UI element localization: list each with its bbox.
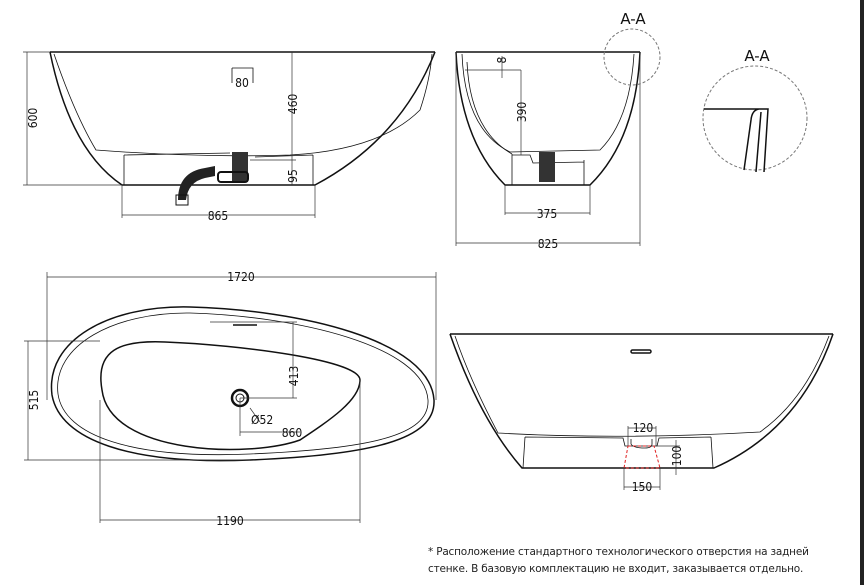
note-line-2: стенке. В базовую комплектацию не входит… bbox=[428, 563, 804, 575]
page-edge-divider bbox=[860, 0, 864, 585]
dim-460: 460 bbox=[286, 94, 300, 115]
dim-95: 95 bbox=[286, 169, 300, 183]
dim-515: 515 bbox=[27, 390, 41, 411]
dim-390: 390 bbox=[515, 102, 529, 123]
dim-375: 375 bbox=[537, 207, 558, 221]
dim-600: 600 bbox=[26, 108, 40, 129]
back-view: 120 100 150 bbox=[449, 333, 834, 494]
section-label: A-A bbox=[620, 10, 646, 28]
dim-100: 100 bbox=[670, 446, 684, 467]
front-view: 600 460 95 80 865 bbox=[23, 51, 436, 223]
side-view: 8 390 375 825 A-A bbox=[455, 10, 661, 251]
dim-1190: 1190 bbox=[216, 514, 244, 528]
dim-1720: 1720 bbox=[227, 270, 255, 284]
dim-150: 150 bbox=[632, 480, 653, 494]
dim-860: 860 bbox=[282, 426, 303, 440]
dim-413: 413 bbox=[287, 366, 301, 387]
dim-8: 8 bbox=[495, 56, 509, 63]
dim-drain-diameter: Ø52 bbox=[251, 413, 273, 427]
dim-825: 825 bbox=[538, 237, 559, 251]
top-view: 1720 515 1190 413 860 Ø52 bbox=[24, 270, 437, 528]
dim-865: 865 bbox=[208, 209, 229, 223]
note-line-1: * Расположение стандартного технологичес… bbox=[428, 546, 809, 558]
dim-80: 80 bbox=[235, 76, 249, 90]
detail-label: A-A bbox=[744, 47, 770, 65]
detail-view: A-A bbox=[702, 47, 808, 173]
dim-120: 120 bbox=[633, 421, 654, 435]
